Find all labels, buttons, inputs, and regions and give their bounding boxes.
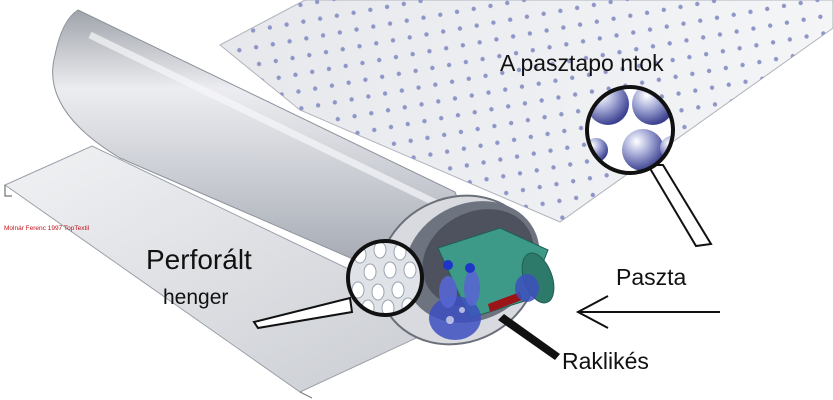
label-paste-dots: A pasztapo ntok [500,50,664,76]
credit-text: Molnár Ferenc 1997 TopTextil [4,225,90,232]
magnifier-circle-icon [585,85,713,248]
label-perforated: Perforált [146,244,252,275]
label-cylinder: henger [163,286,229,309]
paste-lumps [429,260,539,340]
squeegee-pointer [498,314,560,360]
printed-sheet [219,0,833,223]
label-squeegee: Raklikés [562,348,649,374]
label-paste: Paszta [616,264,687,290]
perforation-magnifier [252,239,424,330]
arrow-left-icon [575,295,720,329]
